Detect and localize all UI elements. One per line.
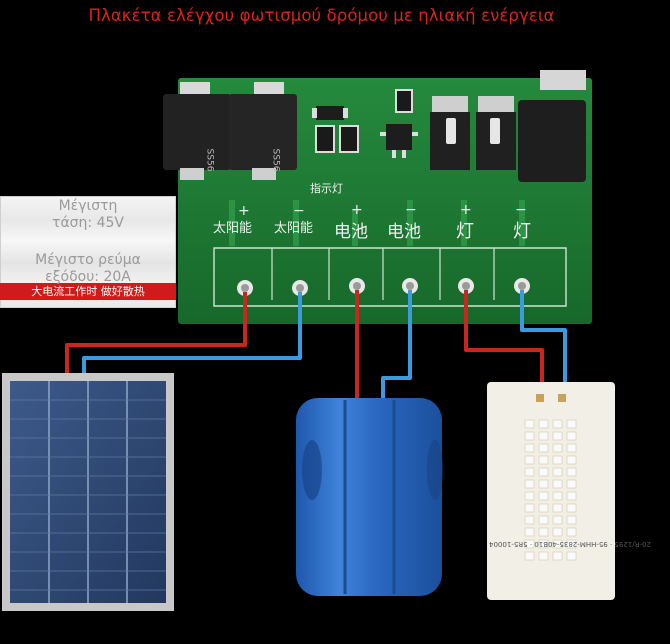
smd-components xyxy=(312,89,418,158)
led-chip xyxy=(566,515,577,525)
terminal-label-1: 太阳能 xyxy=(213,221,253,236)
led-chip xyxy=(538,539,549,549)
led-chip xyxy=(566,467,577,477)
terminal-sign-3: + xyxy=(351,202,363,218)
led-chip xyxy=(552,419,563,429)
led-chip xyxy=(524,539,535,549)
led-chip xyxy=(552,479,563,489)
diode-code-2: SS56 xyxy=(270,148,281,172)
led-chip xyxy=(524,551,535,561)
schottky-diodes xyxy=(163,82,297,180)
spec-card: Μέγιστη τάση: 45V Μέγιστο ρεύμα εξόδου: … xyxy=(0,196,176,308)
wires xyxy=(65,290,567,402)
led-chip xyxy=(552,443,563,453)
led-chip xyxy=(524,467,535,477)
max-voltage-spec: Μέγιστη τάση: 45V xyxy=(52,198,124,231)
terminal-sign-5: + xyxy=(460,202,472,218)
battery-pack xyxy=(296,398,443,596)
led-chip xyxy=(566,551,577,561)
led-chip xyxy=(538,479,549,489)
led-chip xyxy=(524,491,535,501)
led-chip xyxy=(538,443,549,453)
led-chip xyxy=(524,455,535,465)
led-board xyxy=(487,382,615,600)
led-chip xyxy=(524,503,535,513)
led-chip xyxy=(538,419,549,429)
product-photo: Πλακέτα ελέγχου φωτισμού δρόμου με ηλιακ… xyxy=(0,6,651,611)
mosfets xyxy=(430,70,586,182)
led-chip xyxy=(566,539,577,549)
terminal-label-3: 电池 xyxy=(334,222,368,242)
terminal-label-5: 灯 xyxy=(456,221,474,242)
led-chip xyxy=(552,551,563,561)
led-chip xyxy=(566,443,577,453)
led-chip xyxy=(524,515,535,525)
led-chip xyxy=(552,527,563,537)
led-chip xyxy=(552,467,563,477)
led-chip xyxy=(566,527,577,537)
led-chip xyxy=(538,491,549,501)
led-chip xyxy=(524,443,535,453)
led-chip xyxy=(552,539,563,549)
led-chip xyxy=(538,455,549,465)
screw-terminals xyxy=(237,278,530,296)
led-chip xyxy=(524,431,535,441)
diode-code-1: SS56 xyxy=(204,148,215,172)
terminal-sign-1: + xyxy=(238,203,250,219)
led-array xyxy=(524,419,577,561)
led-chip xyxy=(552,503,563,513)
led-chip xyxy=(552,455,563,465)
led-chip xyxy=(566,419,577,429)
terminal-sign-6: − xyxy=(515,202,527,218)
led-chip xyxy=(552,515,563,525)
led-chip xyxy=(566,503,577,513)
led-chip xyxy=(566,491,577,501)
max-current-spec: Μέγιστο ρεύμα εξόδου: 20A xyxy=(35,252,141,285)
led-chip xyxy=(566,431,577,441)
terminal-sign-4: − xyxy=(405,202,417,218)
terminal-sign-2: − xyxy=(293,203,305,219)
page-title: Πλακέτα ελέγχου φωτισμού δρόμου με ηλιακ… xyxy=(88,6,555,25)
led-chip xyxy=(538,431,549,441)
led-chip xyxy=(524,419,535,429)
led-chip xyxy=(566,455,577,465)
led-chip xyxy=(538,527,549,537)
led-chip xyxy=(552,431,563,441)
led-chip xyxy=(524,527,535,537)
solar-panel xyxy=(2,373,174,611)
led-chip xyxy=(538,515,549,525)
led-chip xyxy=(566,479,577,489)
heat-warning-strip: 大电流工作时 做好散热 xyxy=(0,283,176,300)
photo-scene xyxy=(2,70,615,611)
led-chip xyxy=(538,503,549,513)
terminal-label-2: 太阳能 xyxy=(274,221,314,236)
led-chip xyxy=(524,479,535,489)
indicator-label: 指示灯 xyxy=(310,182,343,195)
led-chip xyxy=(552,491,563,501)
led-chip xyxy=(538,467,549,477)
terminal-label-4: 电池 xyxy=(387,222,421,242)
terminal-label-6: 灯 xyxy=(513,221,531,242)
led-board-silkscreen: 20-R/1295 · 95-HHM-2835-40B10 · 5R5-1000… xyxy=(489,540,651,548)
led-chip xyxy=(538,551,549,561)
